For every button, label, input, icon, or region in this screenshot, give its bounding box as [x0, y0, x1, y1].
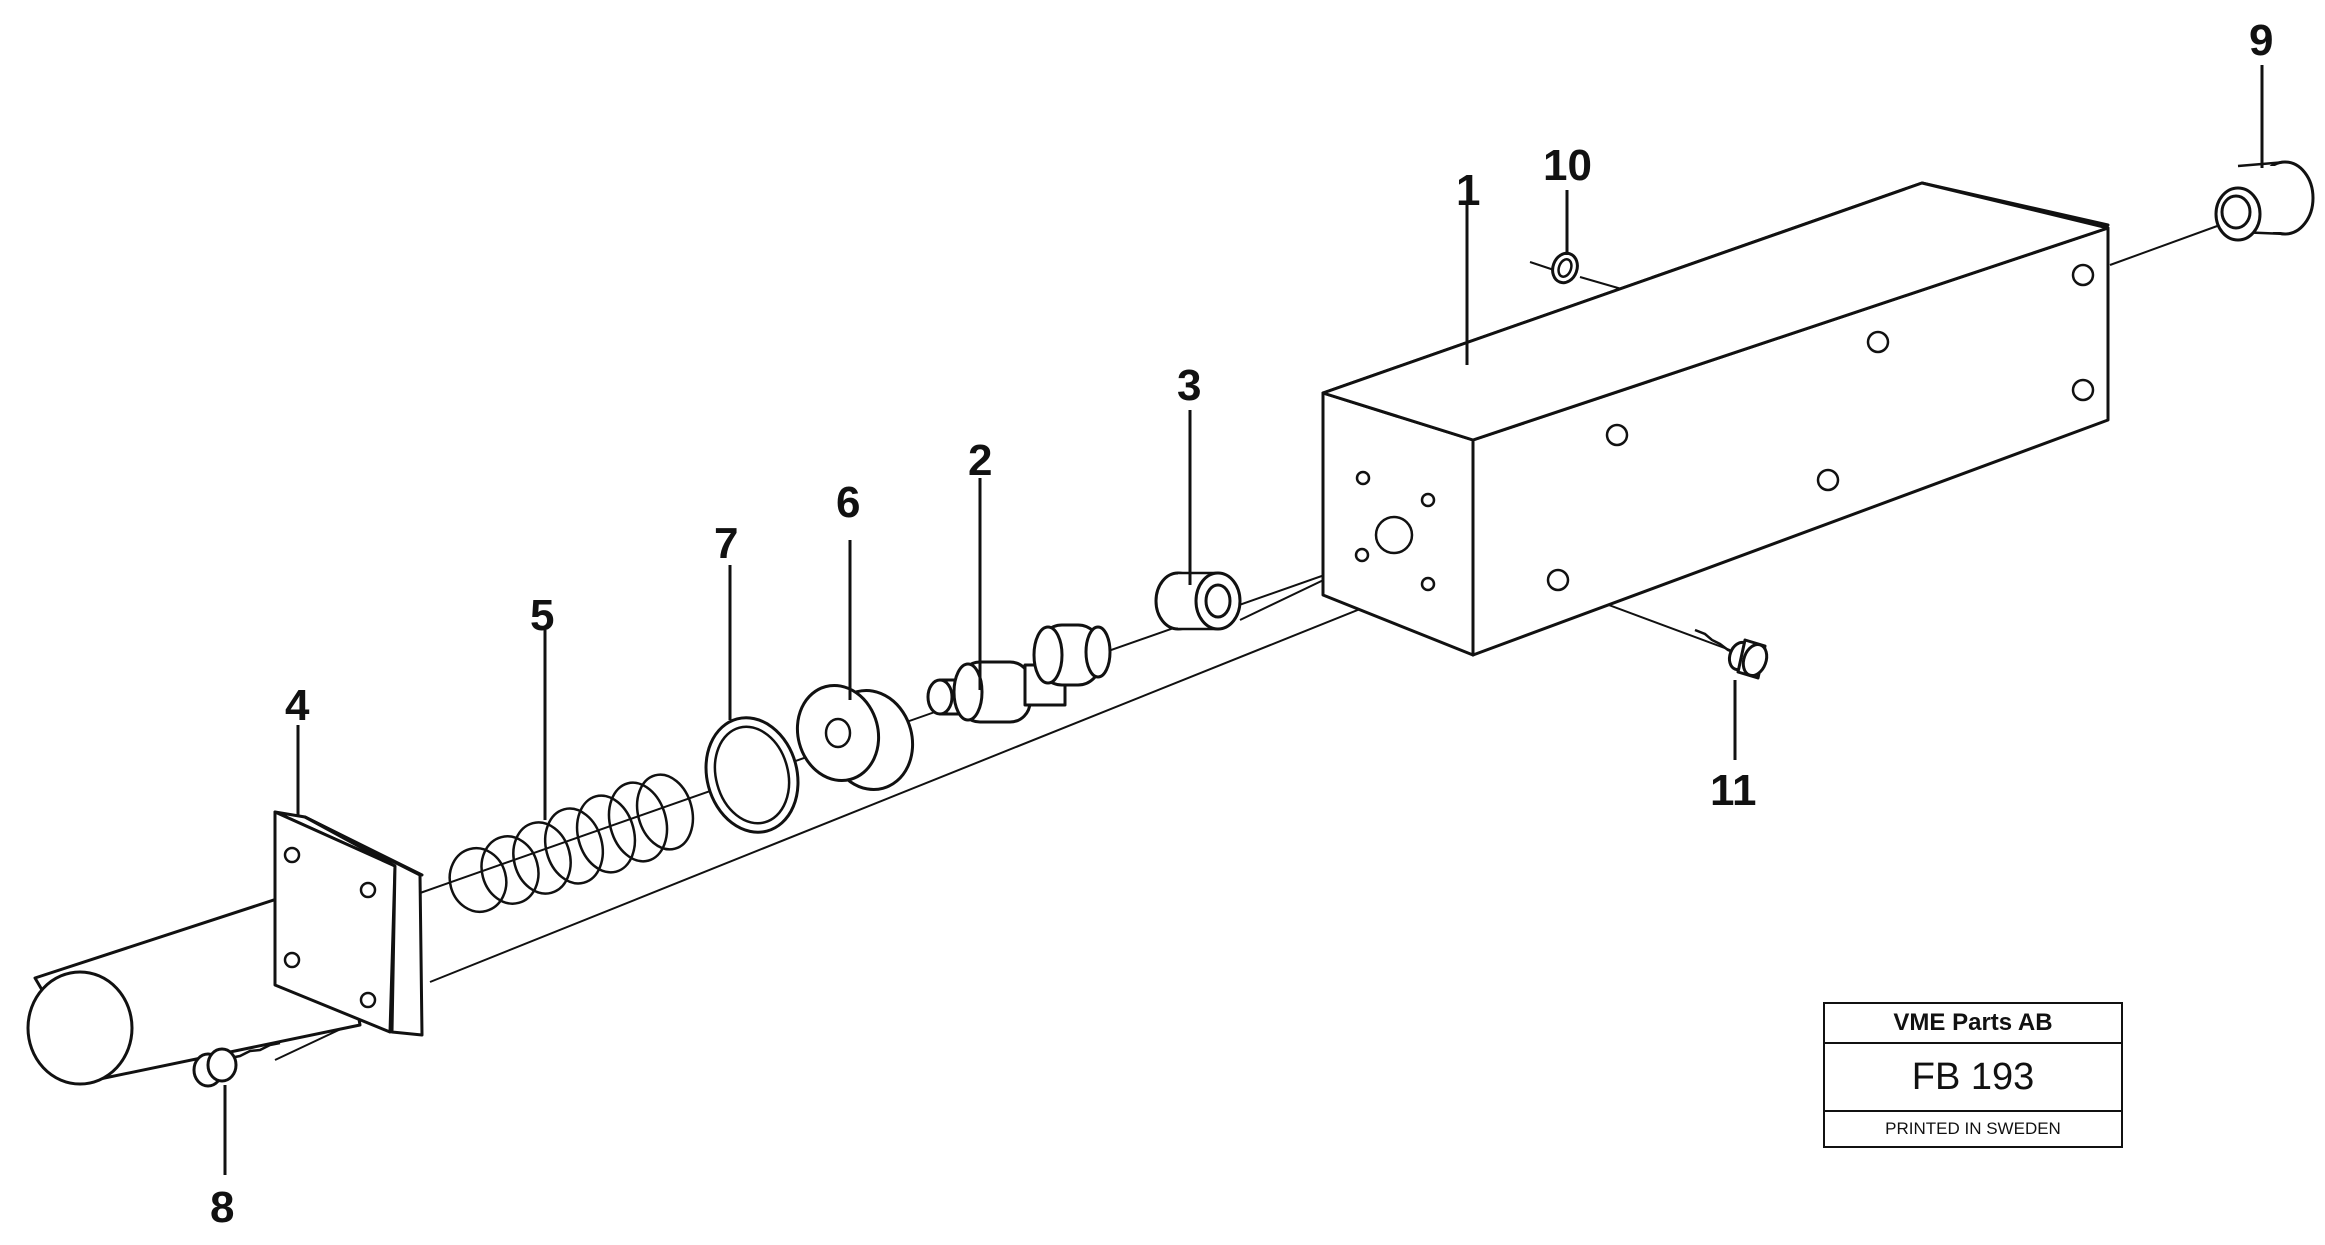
callout-10: 10	[1543, 141, 1592, 190]
callout-4: 4	[285, 681, 310, 730]
plug	[2214, 160, 2315, 242]
housing-screw	[1694, 628, 1769, 680]
callout-9: 9	[2249, 16, 2273, 65]
title-block-printed-note: PRINTED IN SWEDEN	[1885, 1119, 2061, 1138]
callout-11: 11	[1710, 766, 1757, 815]
leader-lines	[223, 65, 2264, 1175]
callout-6: 6	[836, 478, 860, 527]
callout-5: 5	[530, 591, 554, 640]
callout-8: 8	[210, 1183, 234, 1232]
callout-3: 3	[1177, 361, 1201, 410]
spring	[448, 773, 695, 913]
callout-1: 1	[1456, 166, 1480, 215]
callout-labels: 1 2 3 4 5 6 7 8 9 10 11	[210, 16, 2273, 1232]
title-block-company: VME Parts AB	[1825, 1004, 2121, 1044]
callout-7: 7	[714, 519, 738, 568]
title-block: VME Parts AB FB 193 PRINTED IN SWEDEN	[1823, 1002, 2123, 1148]
valve-spool	[926, 623, 1112, 724]
cover-screw	[192, 1041, 281, 1088]
small-spool	[1154, 571, 1242, 631]
valve-housing	[1321, 181, 2110, 657]
callout-2: 2	[968, 436, 992, 485]
washer	[795, 683, 915, 792]
title-block-drawing-code: FB 193	[1825, 1044, 2121, 1112]
small-o-ring	[1551, 251, 1579, 285]
large-o-ring	[704, 716, 800, 834]
cover-housing	[26, 810, 424, 1086]
